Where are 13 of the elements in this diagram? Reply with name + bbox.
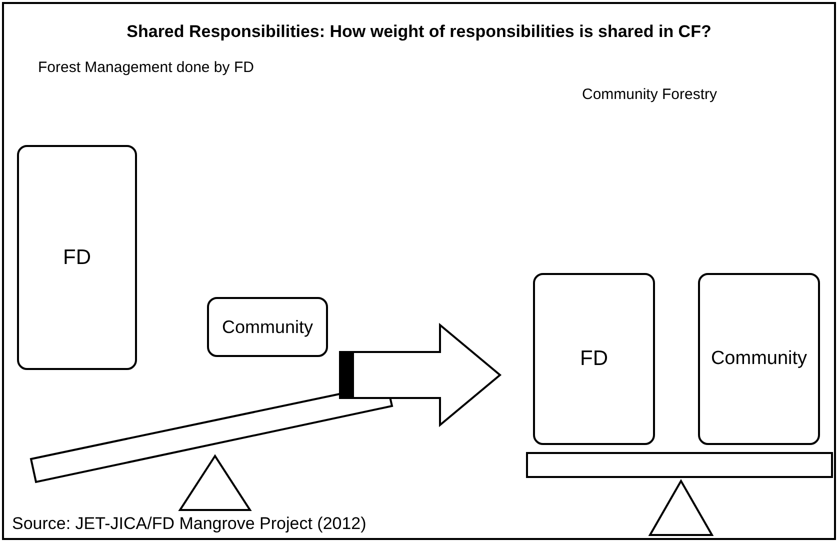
source-caption: Source: JET-JICA/FD Mangrove Project (2012) [12, 513, 366, 535]
scene-heading: Forest Management done by FD [38, 58, 254, 78]
box-label: Community [710, 346, 808, 371]
box-label: FD [63, 244, 91, 271]
box-label: FD [580, 346, 608, 372]
title: Shared Responsibilities: How weight of responsibilities is shared in CF? [126, 21, 712, 43]
box-label: Community [222, 316, 314, 339]
weight-box [698, 273, 820, 445]
weight-box [207, 297, 328, 357]
weight-box [17, 145, 137, 370]
block-arrow [339, 322, 502, 428]
weight-box [533, 273, 655, 445]
scene-heading: Community Forestry [582, 85, 718, 105]
